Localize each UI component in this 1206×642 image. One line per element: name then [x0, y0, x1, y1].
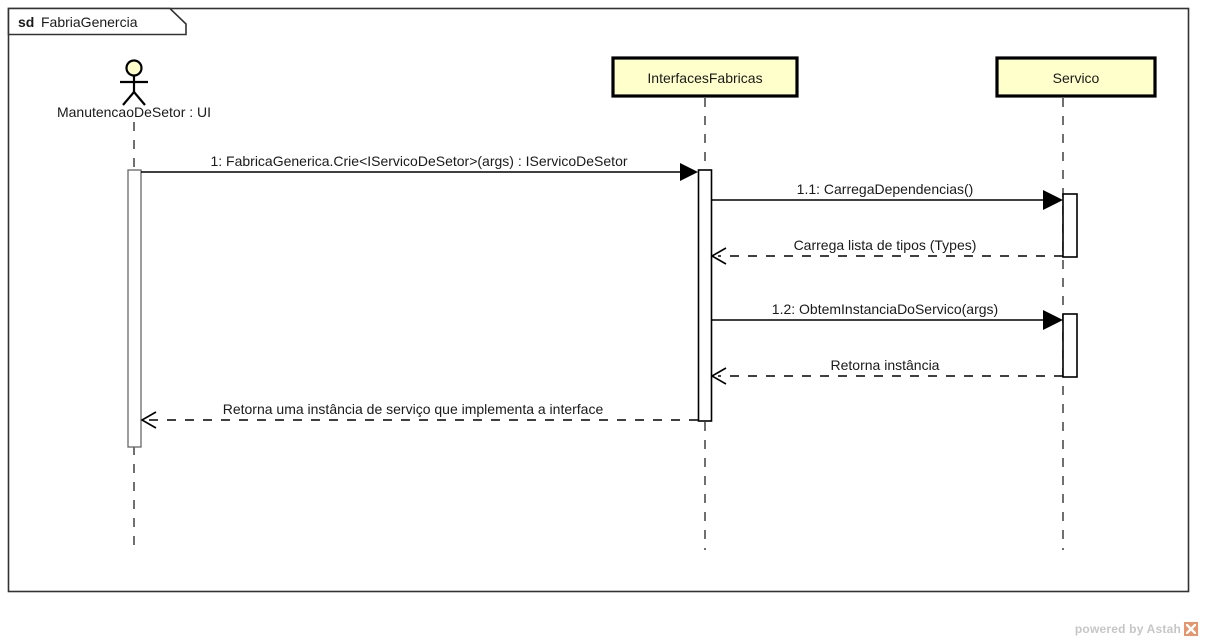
message-arrowhead-open-return-1-1: [710, 247, 727, 265]
message-arrowhead-filled-1-1: [1043, 190, 1063, 210]
actor-leg-left-icon: [122, 91, 135, 106]
lifeline-box-interfaces-fabricas[interactable]: [611, 56, 799, 98]
frame-border: [7, 7, 1190, 593]
message-1-1[interactable]: 1.1: CarregaDependencias(): [711, 181, 1063, 210]
message-label-return-1-1: Carrega lista de tipos (Types): [794, 237, 977, 253]
message-1-2[interactable]: 1.2: ObtemInstanciaDoServico(args): [711, 301, 1063, 330]
message-label-1-1: 1.1: CarregaDependencias(): [797, 181, 974, 197]
lifeline-box-servico[interactable]: [995, 56, 1157, 98]
lifeline-label-servico: Servico: [1053, 70, 1100, 86]
message-arrowhead-filled-1-2: [1043, 310, 1063, 330]
astah-watermark: powered by Astah: [1075, 622, 1198, 636]
activation-bar-servico-2: [1062, 313, 1078, 378]
actor-figure-icon: [120, 59, 148, 106]
message-return-1-1[interactable]: Carrega lista de tipos (Types): [710, 237, 1063, 265]
message-return-1[interactable]: Retorna uma instância de serviço que imp…: [140, 401, 698, 429]
activation-bar-servico-1: [1062, 193, 1078, 258]
message-return-1-2[interactable]: Retorna instância: [710, 357, 1063, 385]
frame-name-label: FabriaGenercia: [41, 14, 138, 30]
message-arrowhead-filled-1: [680, 163, 698, 181]
lifeline-servico[interactable]: Servico: [995, 56, 1157, 550]
activation-bar-interfaces-fabricas: [697, 169, 713, 422]
lifeline-interfaces-fabricas[interactable]: InterfacesFabricas: [611, 56, 799, 550]
message-arrowhead-open-return-1-2: [710, 367, 727, 385]
activation-bar-actor: [127, 169, 142, 448]
message-label-return-1: Retorna uma instância de serviço que imp…: [223, 401, 604, 417]
frame-label-tab: [7, 7, 187, 36]
lifeline-actor[interactable]: ManutencaoDeSetor : UI: [57, 59, 211, 551]
message-label-1: 1: FabricaGenerica.Crie<IServicoDeSetor>…: [210, 153, 627, 169]
watermark-text: powered by Astah: [1074, 622, 1181, 636]
lifeline-label-actor: ManutencaoDeSetor : UI: [57, 104, 211, 120]
actor-leg-right-icon: [133, 91, 146, 106]
message-1[interactable]: 1: FabricaGenerica.Crie<IServicoDeSetor>…: [141, 153, 698, 181]
astah-logo-icon: [1184, 622, 1198, 636]
message-label-return-1-2: Retorna instância: [831, 357, 940, 373]
frame-kind-label: sd: [18, 14, 34, 30]
lifeline-label-interfaces-fabricas: InterfacesFabricas: [647, 70, 762, 86]
diagram-frame: sd FabriaGenercia: [7, 7, 1190, 593]
message-arrowhead-open-return-1: [140, 411, 157, 429]
message-label-1-2: 1.2: ObtemInstanciaDoServico(args): [772, 301, 998, 317]
actor-head-icon: [125, 59, 143, 77]
